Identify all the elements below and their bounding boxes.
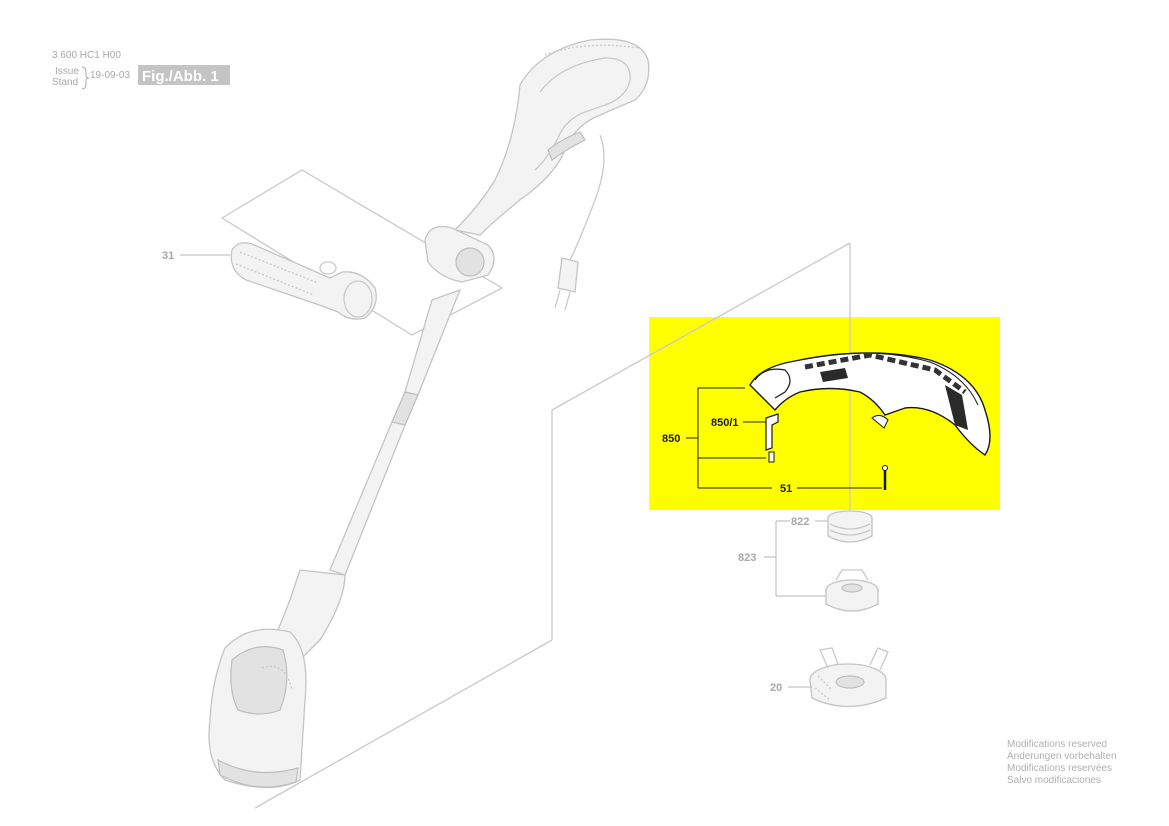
drawing-header: 3 600 HC1 H00 Issue Stand 19-09-03 Fig./… xyxy=(52,50,230,90)
spool-cover-coils xyxy=(829,523,871,536)
guard-ribbing xyxy=(804,352,967,395)
spool-cover xyxy=(827,518,873,543)
trigger-switch xyxy=(547,131,586,161)
power-cable xyxy=(569,134,605,261)
auxiliary-handle-group: 31 xyxy=(162,242,377,320)
guard-bracket xyxy=(765,413,779,451)
guard-boss xyxy=(871,414,889,429)
handle-inner-loop xyxy=(534,57,631,171)
shaft-clamp xyxy=(391,391,419,426)
callout-31: 31 xyxy=(162,250,174,262)
spool-housing-center xyxy=(835,675,865,689)
callout-850: 850 xyxy=(662,433,680,445)
motor-base-ring xyxy=(217,758,299,788)
lower-shaft xyxy=(329,421,406,576)
note-es: Salvo modificaciones xyxy=(1007,775,1101,786)
guard-vent-side xyxy=(945,385,968,430)
issue-brace xyxy=(81,66,90,90)
part-number: 3 600 HC1 H00 xyxy=(52,50,121,61)
callout-850-1: 850/1 xyxy=(711,417,739,429)
issue-label: Issue xyxy=(55,66,79,77)
spool-spring xyxy=(835,569,869,581)
note-en: Modifications reserved xyxy=(1007,739,1107,750)
callout-51: 51 xyxy=(780,483,792,495)
callout-823: 823 xyxy=(738,552,756,564)
guard-rim xyxy=(799,352,979,406)
callout-20: 20 xyxy=(770,682,782,694)
housing-grip xyxy=(814,675,833,701)
spool-hub xyxy=(841,583,863,593)
guard-assembly-group: 850 850/1 51 xyxy=(662,352,991,495)
upper-shaft xyxy=(404,288,462,396)
callout-822: 822 xyxy=(791,516,809,528)
trimmer-body-ghost xyxy=(208,38,851,809)
plug-pin-2 xyxy=(564,291,571,311)
spool-body xyxy=(825,590,879,612)
handle-texture-1 xyxy=(239,251,319,284)
plug-pin-1 xyxy=(554,289,561,309)
auxiliary-handle xyxy=(230,242,377,320)
note-de: Änderungen vorbehalten xyxy=(1007,750,1117,762)
handle-texture-2 xyxy=(235,263,315,296)
construction-line-top xyxy=(551,242,851,411)
guard-mount-lip xyxy=(754,368,791,399)
handle-knob xyxy=(319,261,337,275)
spool-housing xyxy=(809,679,887,708)
spool-parts-group: 822 823 20 xyxy=(738,510,889,708)
bracket-screw xyxy=(768,451,775,463)
adjust-knob xyxy=(455,247,485,277)
upper-handle xyxy=(453,38,650,236)
figure-label: Fig./Abb. 1 xyxy=(142,68,219,85)
note-fr: Modifications reservées xyxy=(1007,763,1112,774)
figure-label-box xyxy=(138,65,230,85)
guard-slot xyxy=(820,368,848,382)
housing-tab-left xyxy=(819,647,839,669)
construction-line-bottom xyxy=(254,639,553,809)
handle-clamp-ring xyxy=(343,280,373,318)
modification-notes: Modifications reserved Änderungen vorbeh… xyxy=(1007,739,1117,786)
handle-grip-texture xyxy=(544,44,641,56)
guard-screw-head xyxy=(882,465,888,471)
power-plug xyxy=(557,257,579,293)
motor-cover-panel xyxy=(230,646,288,715)
housing-tab-right xyxy=(869,647,889,671)
issue-date: 19-09-03 xyxy=(90,70,130,81)
stand-label: Stand xyxy=(52,77,78,88)
